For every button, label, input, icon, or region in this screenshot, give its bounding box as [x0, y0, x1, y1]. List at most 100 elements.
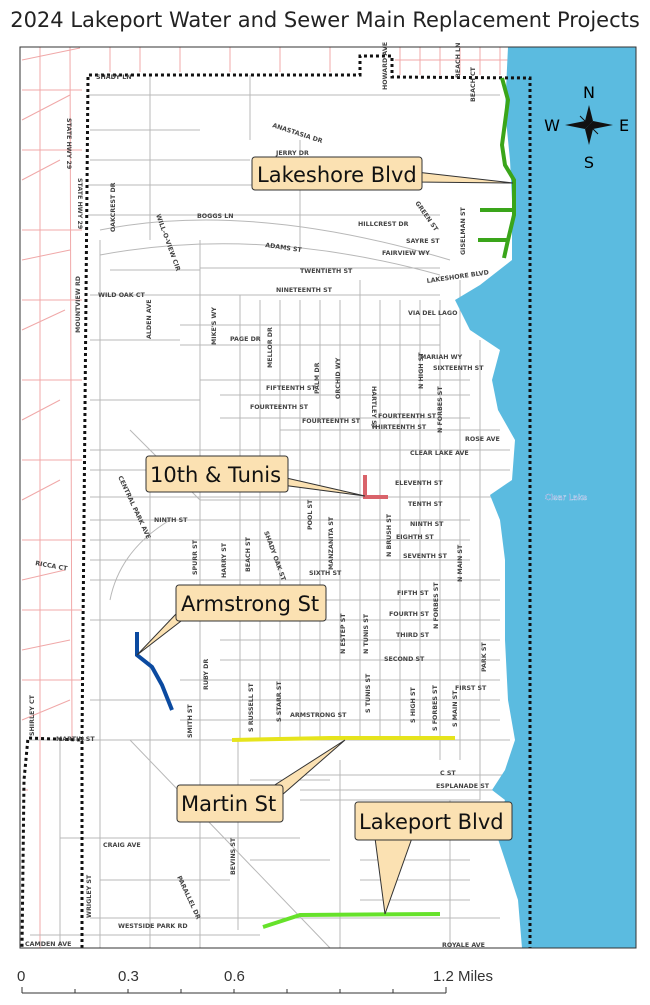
- street-label: BEACH LN: [455, 43, 462, 78]
- street-label: BEACH ST: [245, 536, 252, 572]
- street-label: ORCHID WY: [335, 357, 342, 399]
- outside-parcels: [21, 46, 510, 948]
- street-label: GISELMAN ST: [460, 207, 467, 255]
- street-label: THIRD ST: [396, 632, 430, 639]
- callout-10th-tunis[interactable]: 10th & Tunis: [145, 455, 366, 497]
- street-label: SEVENTH ST: [403, 553, 448, 560]
- street-label: SECOND ST: [384, 656, 425, 663]
- callout-label: 10th & Tunis: [150, 463, 281, 487]
- street-label: S HIGH ST: [410, 686, 417, 723]
- street-label: THIRTEENTH ST: [371, 424, 427, 431]
- callout-lakeport-blvd[interactable]: Lakeport Blvd: [354, 801, 513, 915]
- street-label: S RUSSELL ST: [248, 682, 255, 732]
- street-label: S MAIN ST: [452, 690, 459, 727]
- street-label: SIXTEENTH ST: [433, 365, 484, 372]
- street-label: PALM DR: [314, 362, 321, 394]
- street-label: HARRY ST: [221, 542, 228, 578]
- callout-martin-st[interactable]: Martin St: [176, 739, 346, 823]
- callout-label: Lakeport Blvd: [359, 810, 504, 834]
- street-label: WILD OAK CT: [98, 292, 145, 299]
- street-label: CLEAR LAKE AVE: [410, 450, 469, 457]
- street-label: OAKCREST DR: [110, 182, 117, 232]
- project-line-lakeport-blvd[interactable]: [262, 912, 441, 929]
- street-label: VIA DEL LAGO: [408, 310, 458, 317]
- street-label: FIRST ST: [455, 685, 487, 692]
- street-label: N BRUSH ST: [386, 513, 393, 557]
- street-label: MARTIN ST: [56, 736, 95, 743]
- callout-label: Armstrong St: [181, 592, 319, 616]
- street-label: STATE HWY 29: [65, 118, 72, 169]
- street-label: FAIRVIEW WY: [382, 250, 430, 257]
- street-label: S FORBES ST: [432, 684, 439, 731]
- map-border: [19, 46, 637, 949]
- street-label: BEVINS ST: [230, 837, 237, 875]
- project-line-10th-tunis[interactable]: [363, 475, 388, 499]
- street-label: N FORBES ST: [433, 582, 440, 629]
- project-line-lakeshore-blvd[interactable]: [478, 77, 516, 259]
- street-label: HOWARD AVE: [382, 42, 389, 90]
- water-label: Clear Lake: [545, 493, 587, 502]
- street-label: FOURTH ST: [389, 611, 430, 618]
- street-label: BOGGS LN: [197, 213, 234, 220]
- street-label: TENTH ST: [408, 501, 443, 508]
- street-label: BEACH CT: [470, 66, 477, 102]
- street-label: MELLOR DR: [267, 327, 274, 368]
- street-label: NINTH ST: [154, 517, 188, 524]
- street-label: MARIAH WY: [420, 354, 463, 361]
- scale-bar: 0 0.3 0.6 1.2 Miles: [17, 968, 493, 994]
- compass-n: N: [583, 83, 595, 102]
- street-label: FOURTEENTH ST: [250, 404, 309, 411]
- street-label: NINETEENTH ST: [276, 287, 333, 294]
- street-label: CRAIG AVE: [103, 842, 141, 849]
- street-label: SAYRE ST: [406, 238, 440, 245]
- street-label: SHADY LN: [96, 74, 131, 81]
- street-label: MANZANITA ST: [328, 516, 335, 570]
- clear-lake: [455, 47, 636, 948]
- city-limits-boundary: [20, 54, 532, 949]
- callout-label: Martin St: [181, 792, 276, 816]
- street-label: ARMSTRONG ST: [290, 712, 347, 719]
- callout-label: Lakeshore Blvd: [257, 163, 417, 187]
- street-label: ROYALE AVE: [442, 942, 485, 949]
- street-label: EIGHTH ST: [396, 534, 434, 541]
- scale-unit: Miles: [458, 968, 493, 985]
- street-label: S STARR ST: [276, 681, 283, 722]
- scale-label: 1.2: [433, 968, 454, 985]
- street-label: ELEVENTH ST: [395, 480, 443, 487]
- north-arrow: N S W E: [544, 83, 629, 172]
- street-label: RUBY DR: [203, 659, 210, 690]
- street-label: PAGE DR: [230, 336, 261, 343]
- map-title: 2024 Lakeport Water and Sewer Main Repla…: [10, 8, 640, 32]
- street-label: HARTLEY ST: [370, 386, 377, 430]
- street-label: SMITH ST: [187, 704, 194, 738]
- project-line-armstrong-st[interactable]: [135, 632, 174, 711]
- callout-armstrong-st[interactable]: Armstrong St: [136, 584, 327, 656]
- street-label: NINTH ST: [410, 521, 444, 528]
- street-label: FIFTEENTH ST: [266, 385, 316, 392]
- street-label: N FORBES ST: [437, 386, 444, 433]
- street-label: CAMDEN AVE: [25, 941, 71, 948]
- street-label: WRIGLEY ST: [86, 874, 93, 918]
- scale-label: 0.3: [118, 968, 139, 985]
- street-grid: [30, 75, 510, 949]
- street-label: WESTSIDE PARK RD: [118, 923, 188, 930]
- compass-w: W: [544, 116, 560, 135]
- street-label: SHIRLEY CT: [29, 694, 36, 736]
- street-label: N MAIN ST: [457, 544, 464, 582]
- street-label: STATE HWY 29: [76, 178, 83, 229]
- street-label: MIKE'S WY: [211, 307, 218, 345]
- street-label: FOURTEENTH ST: [302, 418, 361, 425]
- project-line-martin-st[interactable]: [231, 736, 455, 742]
- street-label: POOL ST: [307, 499, 314, 530]
- street-label: MOUNTVIEW RD: [75, 276, 82, 333]
- street-label: ALDEN AVE: [146, 300, 153, 340]
- street-label: ESPLANADE ST: [436, 783, 490, 790]
- callout-lakeshore-blvd[interactable]: Lakeshore Blvd: [251, 156, 514, 191]
- street-label: SIXTH ST: [309, 570, 342, 577]
- street-label: FOURTEENTH ST: [378, 413, 437, 420]
- compass-s: S: [584, 153, 594, 172]
- street-label: C ST: [440, 770, 456, 777]
- scale-label: 0: [17, 968, 25, 985]
- street-label: N HIGH ST: [418, 352, 425, 389]
